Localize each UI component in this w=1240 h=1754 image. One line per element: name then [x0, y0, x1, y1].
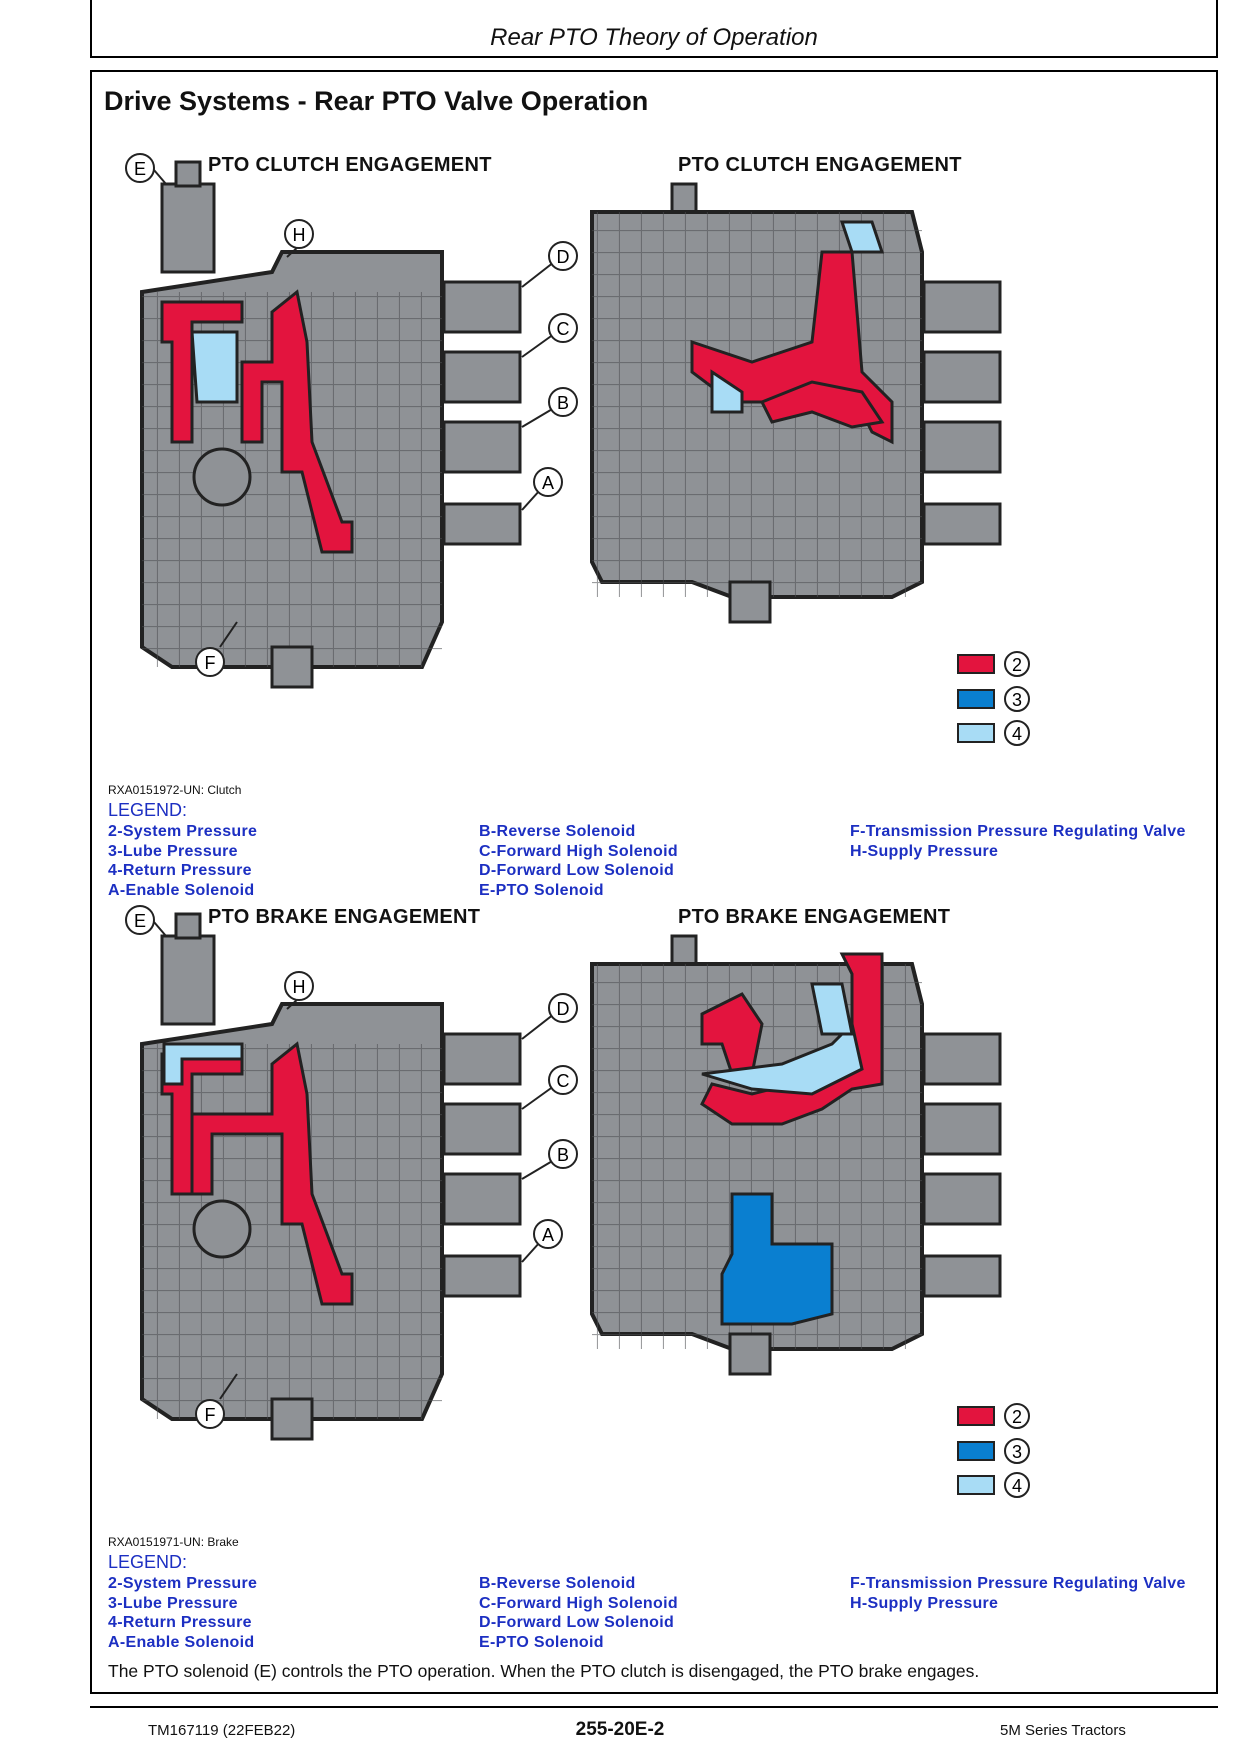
right-valve-body-illustration — [590, 182, 1002, 624]
legend-item: C-Forward High Solenoid — [479, 842, 678, 860]
page-header: Rear PTO Theory of Operation — [90, 0, 1218, 58]
legend-item: 4-Return Pressure — [108, 1614, 252, 1631]
legend-item: D-Forward Low Solenoid — [479, 862, 675, 879]
footer-doc-id: TM167119 (22FEB22) — [148, 1722, 296, 1739]
pressure-color-key: 2 3 4 — [957, 1403, 1030, 1498]
legend-item: E-PTO Solenoid — [479, 881, 604, 899]
callout-circle: E H D C B A F — [125, 153, 578, 677]
svg-text:2: 2 — [1012, 1407, 1022, 1427]
brake-legend-col2: B-Reverse Solenoid C-Forward High Soleno… — [479, 1574, 678, 1652]
right-valve-body-illustration — [590, 934, 1002, 1376]
footnote: The PTO solenoid (E) controls the PTO op… — [108, 1661, 980, 1681]
footer-product: 5M Series Tractors — [1000, 1722, 1126, 1739]
legend-item: 3-Lube Pressure — [108, 842, 238, 860]
legend-item: C-Forward High Solenoid — [479, 1594, 678, 1612]
svg-text:E: E — [134, 159, 146, 179]
legend-item: B-Reverse Solenoid — [479, 1575, 636, 1592]
svg-text:F: F — [205, 653, 216, 673]
legend-item: 3-Lube Pressure — [108, 1594, 238, 1612]
clutch-legend-col3: F-Transmission Pressure Regulating Valve… — [850, 822, 1186, 861]
brake-left-label: PTO BRAKE ENGAGEMENT — [208, 906, 481, 928]
svg-text:H: H — [293, 977, 306, 997]
svg-text:D: D — [557, 999, 570, 1019]
svg-text:H: H — [293, 225, 306, 245]
svg-text:4: 4 — [1012, 1476, 1022, 1496]
clutch-legend-col2: B-Reverse Solenoid C-Forward High Soleno… — [479, 822, 678, 900]
clutch-figure-id: RXA0151972-UN: Clutch — [108, 783, 242, 797]
svg-text:F: F — [205, 1405, 216, 1425]
legend-item: 4-Return Pressure — [108, 862, 252, 879]
legend-item: H-Supply Pressure — [850, 842, 999, 860]
solenoid-icon — [922, 1032, 1002, 1298]
callout-circle: E H D C B A F — [125, 905, 578, 1429]
solenoid-icon — [442, 280, 522, 546]
clutch-right-label: PTO CLUTCH ENGAGEMENT — [678, 154, 962, 176]
footer-page-number: 255-20E-2 — [575, 1719, 665, 1740]
svg-text:B: B — [557, 1145, 569, 1165]
brake-valve-figure: E H D C B A F — [125, 905, 1030, 1498]
brake-legend-col1: 2-System Pressure 3-Lube Pressure 4-Retu… — [108, 1574, 257, 1652]
svg-text:3: 3 — [1012, 1442, 1022, 1462]
solenoid-icon — [922, 280, 1002, 546]
legend-item: A-Enable Solenoid — [108, 1633, 255, 1651]
header-title: Rear PTO Theory of Operation — [490, 24, 818, 51]
solenoid-icon — [442, 1032, 522, 1298]
svg-text:A: A — [542, 473, 554, 493]
svg-text:2: 2 — [1012, 655, 1022, 675]
clutch-valve-figure: E H D C B A F — [125, 153, 1030, 746]
section-title: Drive Systems - Rear PTO Valve Operation — [104, 86, 649, 116]
svg-text:E: E — [134, 911, 146, 931]
svg-text:4: 4 — [1012, 724, 1022, 744]
left-valve-body-illustration — [140, 160, 522, 689]
clutch-legend-heading: LEGEND: — [108, 800, 188, 820]
legend-item: H-Supply Pressure — [850, 1594, 999, 1612]
legend-item: E-PTO Solenoid — [479, 1633, 604, 1651]
brake-right-label: PTO BRAKE ENGAGEMENT — [678, 906, 951, 928]
legend-item: 2-System Pressure — [108, 823, 258, 840]
legend-item: B-Reverse Solenoid — [479, 823, 636, 840]
svg-text:B: B — [557, 393, 569, 413]
legend-item: F-Transmission Pressure Regulating Valve — [850, 1575, 1186, 1592]
left-valve-body-illustration — [140, 912, 522, 1441]
brake-legend-col3: F-Transmission Pressure Regulating Valve… — [850, 1574, 1186, 1613]
svg-text:C: C — [557, 319, 570, 339]
footer-divider — [90, 1706, 1218, 1708]
pressure-color-key: 2 3 4 — [957, 651, 1030, 746]
svg-text:D: D — [557, 247, 570, 267]
svg-text:3: 3 — [1012, 690, 1022, 710]
svg-text:A: A — [542, 1225, 554, 1245]
legend-item: 2-System Pressure — [108, 1575, 258, 1592]
clutch-left-label: PTO CLUTCH ENGAGEMENT — [208, 154, 492, 176]
clutch-legend-col1: 2-System Pressure 3-Lube Pressure 4-Retu… — [108, 822, 257, 900]
legend-item: D-Forward Low Solenoid — [479, 1614, 675, 1631]
main-frame: Drive Systems - Rear PTO Valve Operation — [90, 70, 1218, 1694]
brake-figure-id: RXA0151971-UN: Brake — [108, 1535, 239, 1549]
svg-text:C: C — [557, 1071, 570, 1091]
legend-item: A-Enable Solenoid — [108, 881, 255, 899]
brake-legend-heading: LEGEND: — [108, 1552, 188, 1572]
legend-item: F-Transmission Pressure Regulating Valve — [850, 823, 1186, 840]
